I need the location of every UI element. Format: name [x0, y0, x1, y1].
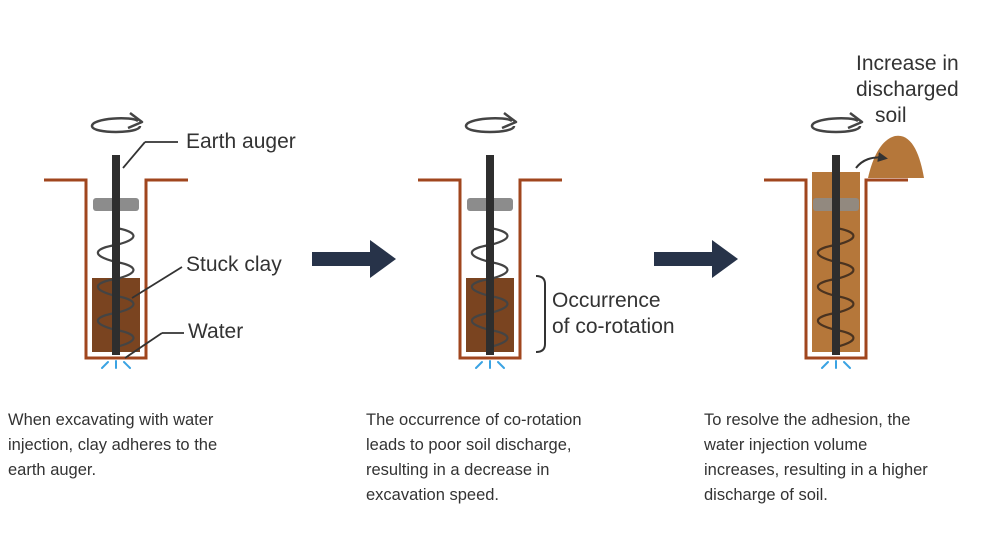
caption-line: excavation speed.: [366, 486, 500, 504]
auger-shaft: [832, 155, 840, 355]
caption-line: To resolve the adhesion, the: [704, 411, 911, 429]
earth-auger-label: Earth auger: [186, 130, 296, 153]
auger-shaft: [486, 155, 494, 355]
caption-line: leads to poor soil discharge,: [366, 436, 572, 454]
casing: [418, 178, 562, 360]
soil-pile: [868, 135, 924, 178]
auger-shaft: [112, 155, 120, 355]
earth-auger-leader: [122, 141, 146, 169]
caption-line: discharge of soil.: [704, 486, 828, 504]
step-1-caption: When excavating with water injection, cl…: [8, 408, 217, 483]
step-1-figure: Earth auger Stuck clay Water: [44, 112, 296, 369]
increase-label-line1: Increase in: [856, 52, 959, 75]
co-rotation-label-line2: of co-rotation: [552, 315, 675, 338]
stuck-clay-label: Stuck clay: [186, 253, 282, 276]
water-label: Water: [188, 320, 243, 343]
rotation-arrow-icon: [464, 112, 518, 134]
casing: [764, 178, 908, 360]
caption-line: water injection volume: [704, 436, 868, 454]
step-2-figure: Occurrence of co-rotation: [418, 112, 675, 369]
casing: [44, 178, 188, 360]
co-rotation-label-line1: Occurrence: [552, 289, 661, 312]
caption-line: When excavating with water: [8, 411, 214, 429]
step-2-caption: The occurrence of co-rotation leads to p…: [366, 408, 582, 508]
auger-spiral: [816, 226, 855, 349]
caption-line: increases, resulting in a higher: [704, 461, 928, 479]
increase-label-line2: discharged: [856, 78, 959, 101]
caption-line: The occurrence of co-rotation: [366, 411, 582, 429]
right-arrow-icon: [312, 240, 396, 278]
stuck-clay-leader: [131, 266, 183, 299]
co-rotation-bracket: [535, 275, 546, 353]
caption-line: resulting in a decrease in: [366, 461, 550, 479]
step-3-caption: To resolve the adhesion, the water injec…: [704, 408, 928, 508]
right-arrow-icon: [654, 240, 738, 278]
auger-spiral: [96, 226, 135, 349]
increase-label-line3: soil: [875, 104, 907, 127]
water-jets: [101, 360, 131, 369]
caption-line: injection, clay adheres to the: [8, 436, 218, 454]
caption-line: earth auger.: [8, 461, 97, 479]
water-leader: [124, 332, 163, 359]
auger-spiral: [470, 226, 509, 349]
curved-arrow-icon: [855, 152, 888, 169]
rotation-arrow-icon: [810, 112, 864, 134]
water-jets: [821, 360, 851, 369]
rotation-arrow-icon: [90, 112, 144, 134]
step-3-figure: Increase in discharged soil: [764, 52, 959, 369]
water-jets: [475, 360, 505, 369]
